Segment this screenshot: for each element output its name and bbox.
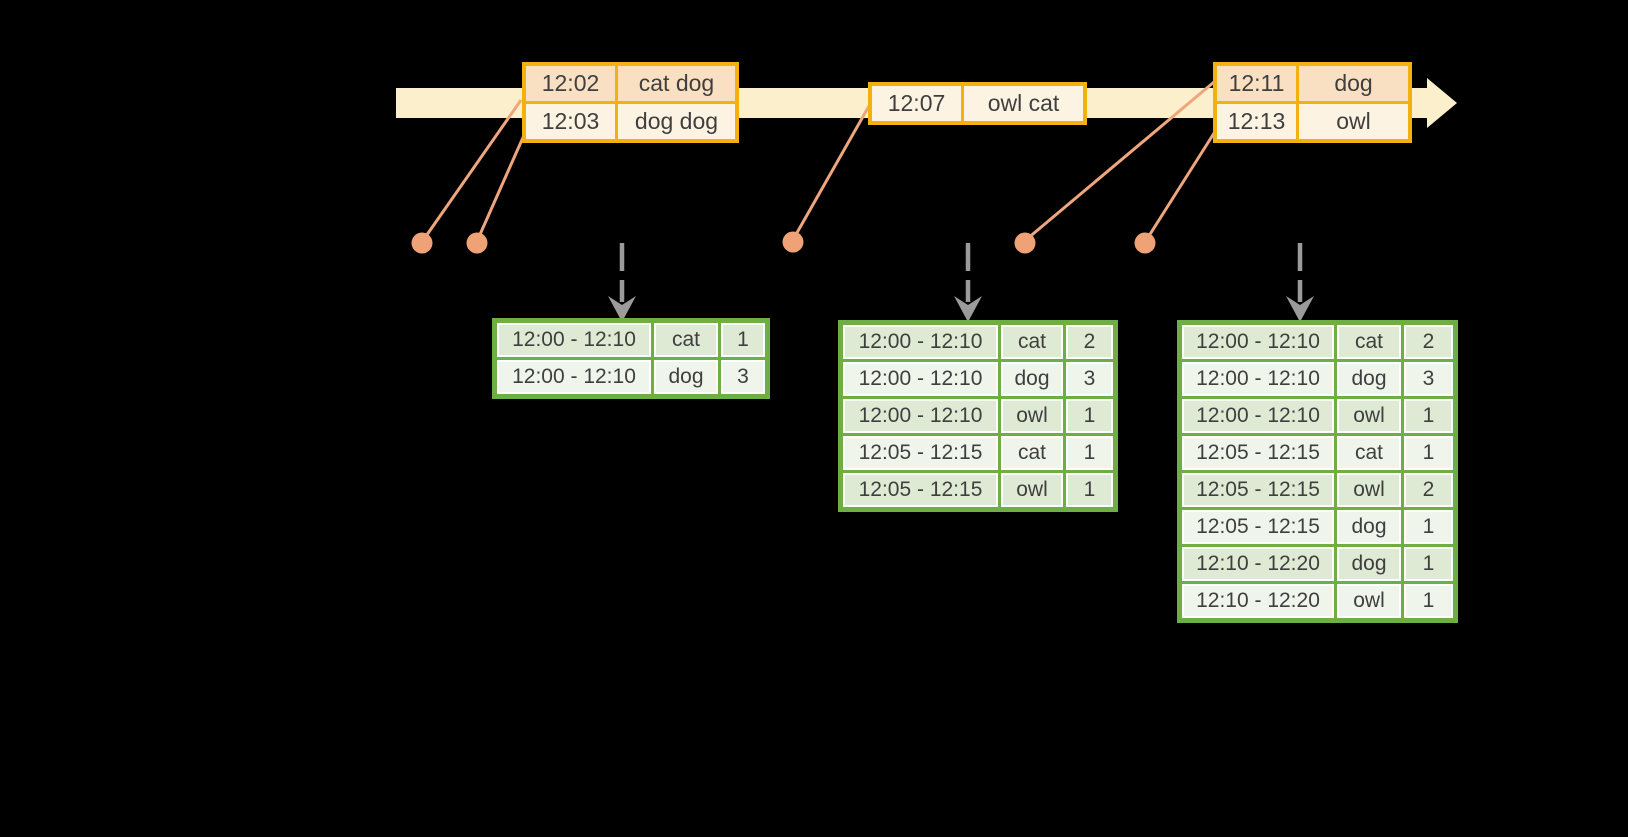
word-cell: owl <box>1337 584 1401 618</box>
time-cell: 12:05 - 12:15 <box>1182 436 1334 470</box>
event-connectors <box>422 80 1218 241</box>
connector-line <box>1026 80 1215 241</box>
word-cell: dog <box>1299 66 1408 101</box>
word-cell: dog <box>654 360 718 394</box>
word-cell: owl <box>1299 104 1408 139</box>
time-cell: 12:10 - 12:20 <box>1182 584 1334 618</box>
time-cell: 12:13 <box>1217 104 1296 139</box>
event-dot <box>1014 232 1036 254</box>
trigger-arrowhead-icon <box>1286 296 1314 322</box>
time-cell: 12:03 <box>526 104 615 139</box>
time-cell: 12:00 - 12:10 <box>1182 362 1334 396</box>
timeline-arrowhead-icon <box>1427 78 1457 128</box>
event-dot <box>1134 232 1156 254</box>
word-cell: owl cat <box>964 86 1083 121</box>
count-cell: 1 <box>1404 399 1453 433</box>
count-cell: 1 <box>1066 399 1113 433</box>
trigger-arrows <box>608 243 1314 322</box>
time-cell: 12:00 - 12:10 <box>843 399 998 433</box>
event-dots <box>411 231 1156 254</box>
word-cell: dog <box>1337 362 1401 396</box>
count-cell: 2 <box>1404 473 1453 507</box>
word-cell: cat <box>1337 436 1401 470</box>
word-cell: owl <box>1337 473 1401 507</box>
count-cell: 3 <box>1066 362 1113 396</box>
word-cell: dog dog <box>618 104 735 139</box>
connector-line <box>476 132 527 240</box>
time-cell: 12:00 - 12:10 <box>1182 399 1334 433</box>
time-cell: 12:00 - 12:10 <box>497 323 651 357</box>
word-cell: cat <box>1001 325 1063 359</box>
count-cell: 1 <box>721 323 765 357</box>
word-cell: owl <box>1337 399 1401 433</box>
connector-line <box>1145 129 1218 240</box>
count-cell: 1 <box>1066 473 1113 507</box>
count-cell: 1 <box>1404 547 1453 581</box>
word-cell: cat <box>1337 325 1401 359</box>
time-cell: 12:05 - 12:15 <box>843 436 998 470</box>
word-cell: dog <box>1001 362 1063 396</box>
time-cell: 12:10 - 12:20 <box>1182 547 1334 581</box>
trigger-arrowhead-icon <box>608 296 636 322</box>
time-cell: 12:05 - 12:15 <box>843 473 998 507</box>
word-cell: owl <box>1001 473 1063 507</box>
time-cell: 12:00 - 12:10 <box>497 360 651 394</box>
word-cell: dog <box>1337 510 1401 544</box>
event-dot <box>411 232 433 254</box>
word-cell: owl <box>1001 399 1063 433</box>
word-cell: cat <box>654 323 718 357</box>
time-cell: 12:05 - 12:15 <box>1182 473 1334 507</box>
time-cell: 12:07 <box>872 86 961 121</box>
time-cell: 12:02 <box>526 66 615 101</box>
time-cell: 12:00 - 12:10 <box>1182 325 1334 359</box>
word-cell: dog <box>1337 547 1401 581</box>
word-cell: cat dog <box>618 66 735 101</box>
time-cell: 12:11 <box>1217 66 1296 101</box>
count-cell: 2 <box>1404 325 1453 359</box>
count-cell: 3 <box>721 360 765 394</box>
time-cell: 12:00 - 12:10 <box>843 362 998 396</box>
count-cell: 3 <box>1404 362 1453 396</box>
count-cell: 1 <box>1404 510 1453 544</box>
event-dot <box>782 231 804 253</box>
trigger-arrowhead-icon <box>954 296 982 322</box>
word-cell: cat <box>1001 436 1063 470</box>
count-cell: 1 <box>1404 436 1453 470</box>
connector-line <box>422 99 523 240</box>
count-cell: 2 <box>1066 325 1113 359</box>
count-cell: 1 <box>1404 584 1453 618</box>
event-dot <box>466 232 488 254</box>
connector-line <box>792 105 871 239</box>
time-cell: 12:05 - 12:15 <box>1182 510 1334 544</box>
count-cell: 1 <box>1066 436 1113 470</box>
time-cell: 12:00 - 12:10 <box>843 325 998 359</box>
